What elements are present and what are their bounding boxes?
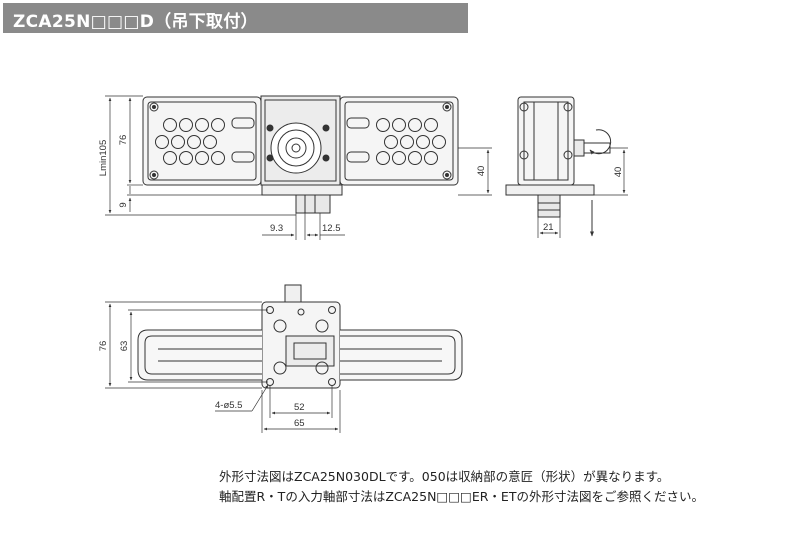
page-title: ZCA25N□□□D（吊下取付）: [13, 12, 258, 32]
dim-front-12-5: 12.5: [322, 223, 341, 234]
dim-top-hole: 4-ø5.5: [215, 400, 242, 411]
dim-front-9: 9: [118, 202, 129, 207]
dim-side-40: 40: [613, 167, 624, 178]
dim-lmin: Lmin105: [98, 140, 109, 176]
note-line-2: 軸配置R・Tの入力軸部寸法はZCA25N□□□ER・ETの外形寸法図をご参照くだ…: [219, 489, 704, 504]
side-view: [505, 96, 612, 237]
dim-top-65: 65: [294, 418, 305, 429]
dim-front-40: 40: [476, 166, 487, 177]
front-view: [142, 95, 459, 214]
dim-front-76: 76: [118, 135, 129, 146]
note-line-1: 外形寸法図はZCA25N030DLです。050は収納部の意匠（形状）が異なります…: [219, 469, 670, 484]
top-view: [137, 284, 463, 389]
title-bar: ZCA25N□□□D（吊下取付）: [3, 3, 468, 33]
side-dimensions: [537, 147, 628, 238]
front-dimensions: [105, 95, 492, 240]
dim-side-21: 21: [543, 222, 554, 233]
dim-top-63: 63: [119, 341, 130, 352]
dim-top-52: 52: [294, 402, 305, 413]
dim-front-9-3: 9.3: [270, 223, 283, 234]
dim-top-76: 76: [98, 341, 109, 352]
top-dimensions: [105, 301, 341, 433]
